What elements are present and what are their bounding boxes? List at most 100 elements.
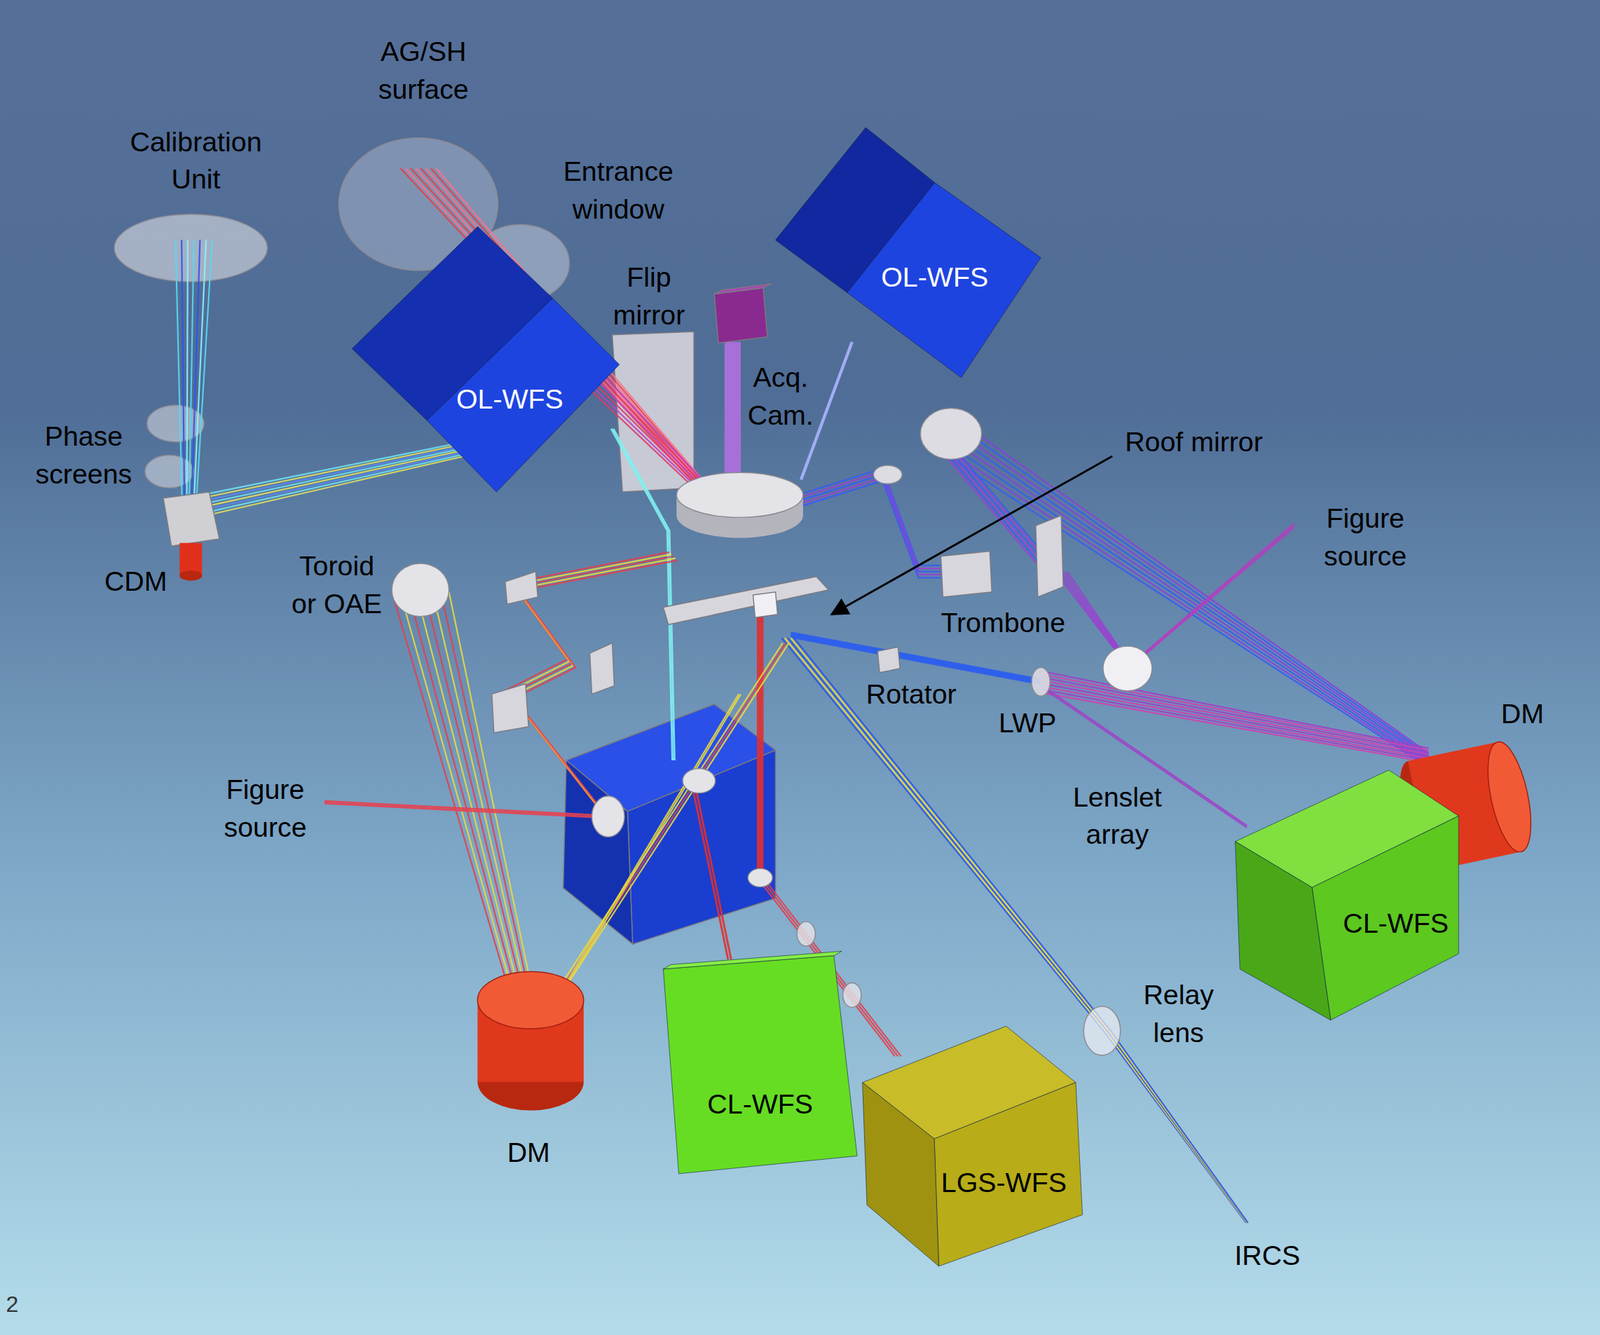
light-beam	[514, 560, 678, 816]
wfs-box: OL-WFS	[775, 127, 1042, 378]
light-beam	[953, 435, 1429, 760]
light-beam	[1040, 686, 1429, 759]
sensor-name: OL-WFS	[456, 382, 564, 416]
label-holder: Lenslet array	[1066, 778, 1169, 855]
label-holder: Roof mirror	[1124, 424, 1263, 462]
light-beam	[756, 612, 761, 879]
part-label: Phase screens	[27, 418, 140, 495]
label-holder: Rotator	[866, 676, 957, 715]
wfs-box: CL-WFS	[1230, 767, 1464, 1023]
part-label: LWP	[998, 705, 1057, 743]
label-holder: DM	[507, 1134, 551, 1173]
part-label: Entrance window	[552, 152, 685, 229]
label-holder: Figure source	[214, 771, 317, 848]
label-holder: IRCS	[1234, 1237, 1301, 1276]
fold-mirror	[491, 684, 529, 734]
cube-face	[847, 182, 1041, 378]
part-label: Roof mirror	[1124, 424, 1263, 462]
cdm-mount	[163, 491, 220, 546]
light-beam	[203, 452, 464, 510]
acq-camera	[714, 288, 768, 344]
leader-arrow	[831, 456, 1113, 615]
wfs-box: LGS-WFS	[859, 1023, 1085, 1270]
fold-mirror	[590, 643, 615, 695]
label-holder: Entrance window	[552, 152, 685, 229]
dm-face	[1479, 737, 1540, 856]
light-beam	[613, 428, 675, 761]
cube-face	[934, 1082, 1083, 1267]
light-beam	[1127, 525, 1294, 669]
cube-face	[662, 951, 842, 969]
part-label: CDM	[104, 562, 168, 601]
rotator	[877, 646, 900, 673]
part-label: Calibration Unit	[119, 123, 272, 200]
label-holder: LGS-WFS	[941, 1166, 1067, 1200]
light-beam	[1040, 683, 1429, 757]
light-beam	[611, 428, 673, 761]
relay-lens	[1083, 1006, 1120, 1056]
part-label: Lenslet array	[1066, 778, 1169, 855]
light-beam	[1040, 680, 1429, 755]
light-beam	[801, 477, 965, 575]
trombone-mirror	[940, 550, 992, 598]
part-label: Rotator	[866, 676, 957, 715]
light-beam	[1127, 527, 1294, 670]
light-beam	[1127, 523, 1294, 668]
light-beam	[953, 423, 1429, 755]
part-label: Toroid or OAE	[285, 548, 389, 624]
light-beam	[1040, 674, 1429, 751]
light-beam	[953, 447, 1429, 764]
part-label: Acq. Cam.	[742, 359, 819, 436]
light-beam	[203, 445, 464, 501]
light-beam	[1040, 677, 1429, 752]
lens	[843, 983, 862, 1008]
part-label: Figure source	[214, 771, 317, 848]
roof-mirror-block	[753, 592, 778, 618]
sensor-name: OL-WFS	[880, 261, 989, 295]
fold-mirror	[873, 465, 902, 484]
wfs-cube	[351, 226, 619, 492]
trombone-mirror	[1035, 515, 1064, 598]
light-beam	[400, 592, 518, 1011]
wfs-cube	[662, 951, 858, 1174]
light-beam	[801, 480, 965, 578]
part-label: DM	[1501, 695, 1544, 734]
light-beam	[203, 449, 464, 507]
sensor-name: CL-WFS	[707, 1088, 813, 1122]
cube-face	[426, 298, 620, 492]
light-beam	[790, 634, 1041, 682]
light-beam	[801, 474, 965, 572]
light-beam	[790, 637, 1041, 685]
light-beam	[181, 239, 185, 526]
roof-mirror	[662, 576, 829, 625]
label-holder: AG/SH surface	[362, 33, 485, 110]
light-beam	[203, 444, 464, 498]
calibration-unit	[114, 214, 268, 282]
beam-group	[175, 168, 1429, 1223]
light-beam	[759, 612, 764, 879]
sensor-name: LGS-WFS	[941, 1166, 1067, 1200]
cube-face	[1235, 841, 1331, 1021]
part-label: Figure source	[1314, 500, 1417, 577]
wfs-box: OL-WFS	[351, 226, 619, 492]
light-beam	[953, 442, 1429, 762]
label-holder: OL-WFS	[456, 382, 564, 416]
light-beam	[203, 456, 464, 516]
label-holder: Trombone	[940, 604, 1066, 643]
part-label: Trombone	[940, 604, 1066, 643]
part-label: AG/SH surface	[362, 33, 485, 110]
light-beam	[432, 592, 530, 1011]
light-beam	[407, 592, 521, 1011]
wfs-cube	[859, 1023, 1085, 1270]
disc-top	[676, 472, 804, 518]
light-beam	[324, 801, 603, 816]
lens	[796, 921, 816, 947]
label-holder: CDM	[104, 562, 168, 601]
wfs-box: CL-WFS	[662, 951, 858, 1174]
label-holder: OL-WFS	[880, 261, 989, 295]
dm-face	[477, 971, 584, 1029]
wfs-cube	[1230, 767, 1464, 1023]
label-holder: Phase screens	[27, 418, 140, 495]
light-beam	[416, 592, 525, 1011]
label-holder: Figure source	[1314, 500, 1417, 577]
